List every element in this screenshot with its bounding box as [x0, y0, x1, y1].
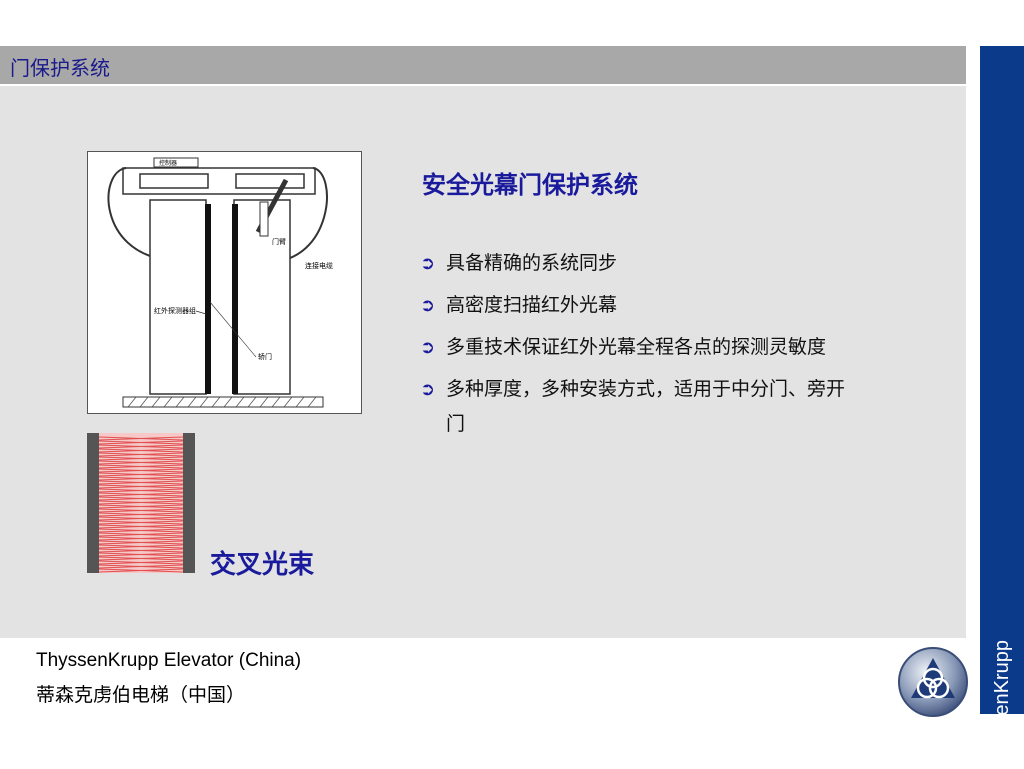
feature-text: 具备精确的系统同步 — [446, 252, 618, 274]
beam-line — [98, 452, 184, 457]
sidebar-brand: ThyssenKrupp — [991, 640, 1013, 769]
bullet-arrow-icon: ➲ — [420, 295, 436, 316]
page-title: 门保护系统 — [10, 56, 110, 80]
door-diagram: 控制器 门臂 连接电缆 红外探测器组 轿门 — [87, 151, 362, 414]
section-heading: 安全光幕门保护系统 — [422, 171, 638, 199]
feature-item: ➲ 多种厚度，多种安装方式，适用于中分门、旁开门 — [420, 372, 850, 442]
beam-line — [98, 472, 184, 477]
beam-line — [98, 492, 184, 497]
beam-line — [98, 560, 184, 565]
beam-line — [98, 564, 184, 569]
feature-text: 高密度扫描红外光幕 — [446, 294, 618, 316]
door-operator-right — [235, 173, 305, 189]
label-detector: 红外探测器组 — [154, 306, 196, 315]
label-cable: 连接电缆 — [305, 261, 333, 270]
beam-line — [98, 460, 184, 465]
cross-beam-graphic — [87, 433, 195, 573]
beam-line — [98, 520, 184, 525]
logo-triangle — [911, 658, 955, 698]
beam-line — [98, 440, 184, 445]
beam-line — [98, 504, 184, 509]
beam-line — [98, 568, 184, 573]
logo-circle-left — [916, 677, 938, 699]
title-bar: 门保护系统 — [0, 46, 966, 84]
beam-line — [98, 480, 184, 485]
beam-line — [98, 500, 184, 505]
beam-line — [98, 476, 184, 481]
door-diagram-svg: 控制器 门臂 连接电缆 红外探测器组 轿门 — [107, 157, 333, 408]
beam-line — [98, 464, 184, 469]
detector-leader — [195, 310, 207, 315]
footer-company-cn: 蒂森克虏伯电梯（中国） — [36, 684, 246, 706]
cross-beam-svg — [87, 433, 195, 573]
beam-line — [98, 488, 184, 493]
label-controller: 控制器 — [159, 159, 177, 167]
beam-line — [98, 528, 184, 533]
light-curtain-right — [232, 204, 238, 394]
bullet-arrow-icon: ➲ — [420, 337, 436, 358]
door-arm-bracket — [259, 201, 269, 237]
floor-sill — [122, 396, 324, 408]
beam-line — [98, 516, 184, 521]
beam-line — [98, 484, 184, 489]
feature-text: 多重技术保证红外光幕全程各点的探测灵敏度 — [446, 336, 827, 358]
beam-line — [98, 524, 184, 529]
bullet-arrow-icon: ➲ — [420, 253, 436, 274]
logo-circle-right — [928, 677, 950, 699]
logo-circle-top — [922, 667, 944, 689]
beam-line — [98, 540, 184, 545]
beam-line — [98, 536, 184, 541]
logo-svg — [898, 647, 968, 717]
controller-box — [153, 157, 199, 168]
beam-line — [98, 556, 184, 561]
beam-line — [98, 552, 184, 557]
beam-line — [98, 508, 184, 513]
brand-sidebar: ThyssenKrupp — [980, 46, 1024, 769]
bullet-arrow-icon: ➲ — [420, 379, 436, 400]
feature-text: 多种厚度，多种安装方式，适用于中分门、旁开门 — [446, 378, 846, 435]
thyssenkrupp-logo-icon — [897, 646, 969, 718]
label-car-door: 轿门 — [258, 352, 272, 361]
door-operator-left — [139, 173, 209, 189]
beam-post-right — [183, 433, 195, 573]
beam-line — [98, 496, 184, 501]
label-door-arm: 门臂 — [272, 237, 286, 246]
feature-list: ➲ 具备精确的系统同步 ➲ 高密度扫描红外光幕 ➲ 多重技术保证红外光幕全程各点… — [420, 246, 850, 442]
car-door-leader — [209, 301, 257, 358]
beam-line — [98, 448, 184, 453]
feature-item: ➲ 具备精确的系统同步 — [420, 246, 850, 281]
door-panel-left — [149, 199, 207, 395]
beam-line — [98, 548, 184, 553]
beam-line — [98, 512, 184, 517]
beam-line — [98, 436, 184, 441]
floor-hatch — [127, 396, 317, 408]
beam-line — [98, 544, 184, 549]
light-curtain-left — [205, 204, 211, 394]
beam-line — [98, 456, 184, 461]
beam-line — [98, 444, 184, 449]
beam-post-left — [87, 433, 99, 573]
beam-line — [98, 468, 184, 473]
feature-item: ➲ 多重技术保证红外光幕全程各点的探测灵敏度 — [420, 330, 850, 365]
footer-company-en: ThyssenKrupp Elevator (China) — [36, 650, 302, 671]
beam-lines — [98, 436, 184, 573]
feature-item: ➲ 高密度扫描红外光幕 — [420, 288, 850, 323]
cross-beam-label: 交叉光束 — [210, 550, 315, 580]
beam-line — [98, 532, 184, 537]
